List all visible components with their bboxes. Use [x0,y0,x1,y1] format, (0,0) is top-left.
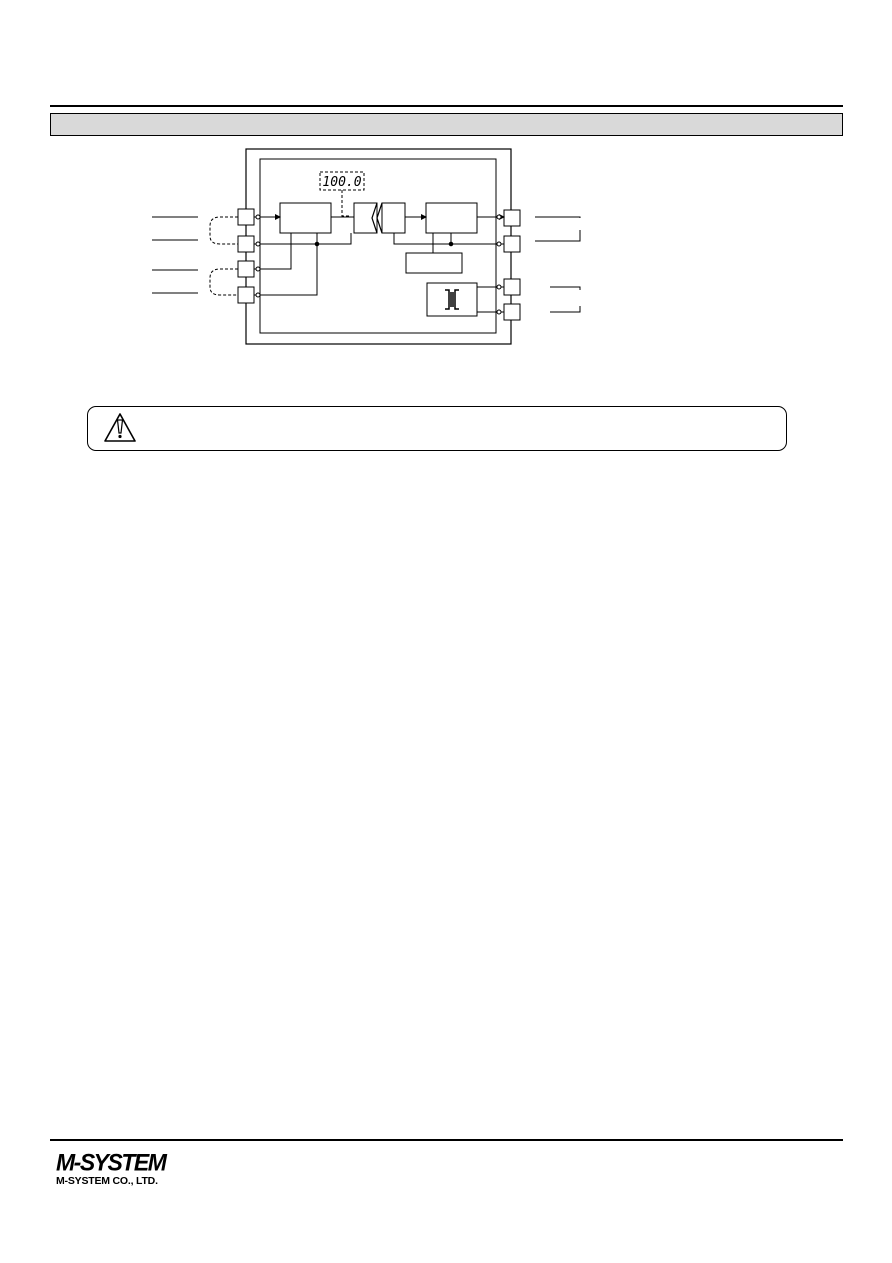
warning-triangle-icon [104,413,136,442]
company-name: M-SYSTEM CO., LTD. [56,1175,158,1187]
terminal-left-4 [237,286,255,304]
junction-dot-1 [314,241,320,247]
transformer-symbol [445,289,459,310]
isolation-barrier [371,202,383,234]
external-wire-power [550,286,581,313]
bottom-rule [50,1139,843,1141]
terminal-right-3 [503,278,521,296]
junction-dot-2 [448,241,454,247]
terminal-left-2 [237,235,255,253]
display-readout-box [319,171,365,191]
section-title-bar [50,113,843,136]
block-diagram: 100.0 [152,148,581,345]
input-circuit-block [279,202,332,234]
connection-nodes [255,214,502,315]
jumper-left-1 [209,216,238,245]
top-rule [50,105,843,107]
jumper-left-2 [209,268,238,296]
isolation-block-right [381,202,406,234]
warning-box [87,406,787,451]
external-wire-right [535,216,581,242]
transformer-block [426,282,478,317]
logo-wordmark: M-SYSTEM [56,1148,167,1176]
feedback-line-1 [254,233,292,270]
terminal-right-4 [503,303,521,321]
external-wire-left [152,216,198,294]
housing-inner [259,158,497,334]
transformer-leads [477,286,504,313]
terminal-right-2 [503,235,521,253]
output-circuit-block [425,202,478,234]
terminal-right-1 [503,209,521,227]
terminal-left-1 [237,208,255,226]
isolation-block-left [353,202,378,234]
common-line [254,233,352,245]
supply-block [405,252,463,274]
common-line-right [393,233,504,245]
display-link [341,190,350,217]
display-readout: 100.0 [322,175,361,190]
terminal-left-3 [237,260,255,278]
feedback-line-2 [254,233,318,296]
company-logo: M-SYSTEM M-SYSTEM CO., LTD. [56,1148,196,1190]
